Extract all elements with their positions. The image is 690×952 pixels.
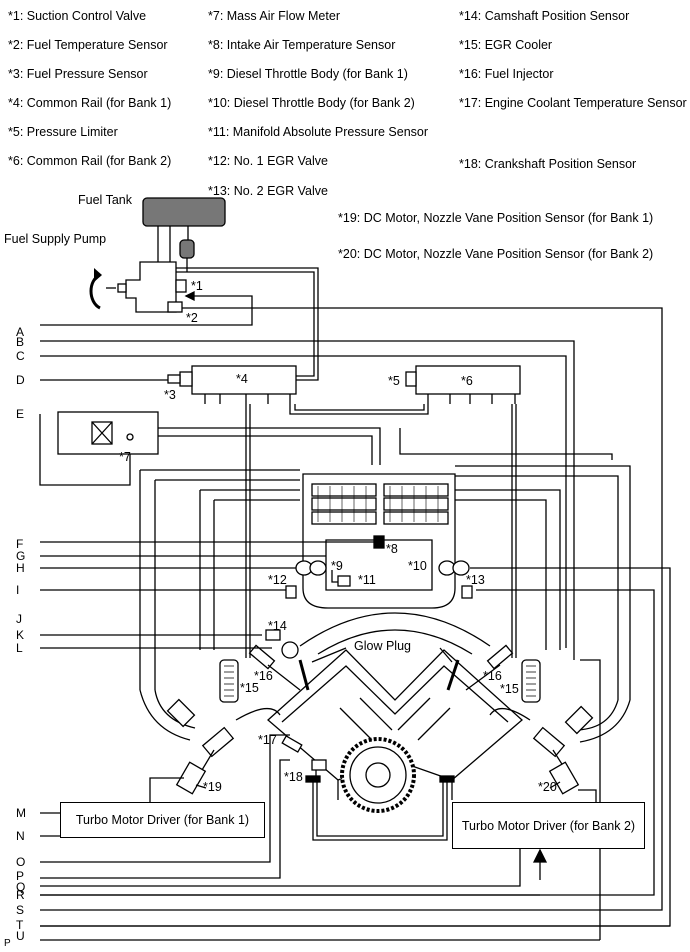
- signal-t: T: [16, 918, 24, 932]
- legend-item-19: *19: DC Motor, Nozzle Vane Position Sens…: [338, 211, 654, 225]
- signal-n: N: [16, 829, 25, 843]
- legend-item-10: *10: Diesel Throttle Body (for Bank 2): [208, 96, 415, 110]
- fuel-tank-shape: [142, 197, 226, 227]
- callout-17: *17: [258, 733, 277, 747]
- signal-r: R: [16, 888, 25, 902]
- signal-p: P: [16, 869, 25, 883]
- signal-f: F: [16, 537, 24, 551]
- callout-1: *1: [191, 279, 203, 293]
- signal-o: O: [16, 855, 26, 869]
- callout-20: *20: [538, 780, 557, 794]
- callout-15-bank2: *15: [500, 682, 519, 696]
- legend-item-15: *15: EGR Cooler: [459, 38, 553, 52]
- callout-5: *5: [388, 374, 400, 388]
- signal-k: K: [16, 628, 25, 642]
- callout-14: *14: [268, 619, 287, 633]
- legend-item-2: *2: Fuel Temperature Sensor: [8, 38, 168, 52]
- fuel-supply-pump-label: Fuel Supply Pump: [4, 232, 107, 246]
- legend-item-16: *16: Fuel Injector: [459, 67, 554, 81]
- common-rail-bank1-shape: [191, 365, 297, 395]
- legend-item-20: *20: DC Motor, Nozzle Vane Position Sens…: [338, 247, 654, 261]
- callout-7: *7: [119, 450, 131, 464]
- turbo-motor-driver-bank1: Turbo Motor Driver (for Bank 1): [60, 802, 265, 838]
- signal-e: E: [16, 407, 25, 421]
- signal-d: D: [16, 373, 25, 387]
- fuel-tank-label: Fuel Tank: [78, 193, 132, 207]
- signal-b: B: [16, 335, 25, 349]
- maf-meter-shape: [57, 411, 159, 455]
- legend-item-12: *12: No. 1 EGR Valve: [208, 154, 328, 168]
- callout-18: *18: [284, 770, 303, 784]
- glow-plug-label: Glow Plug: [352, 639, 413, 653]
- egr-cooler-bank1-shape: [219, 659, 239, 703]
- callout-8: *8: [386, 542, 398, 556]
- callout-15-bank1: *15: [240, 681, 259, 695]
- signal-s: S: [16, 903, 25, 917]
- legend-item-5: *5: Pressure Limiter: [8, 125, 118, 139]
- legend-item-11: *11: Manifold Absolute Pressure Sensor: [208, 125, 429, 139]
- signal-g: G: [16, 549, 26, 563]
- signal-c: C: [16, 349, 25, 363]
- callout-19: *19: [203, 780, 222, 794]
- callout-16-bank1: *16: [254, 669, 273, 683]
- signal-m: M: [16, 806, 26, 820]
- callout-16-bank2: *16: [483, 669, 502, 683]
- legend-item-13: *13: No. 2 EGR Valve: [208, 184, 328, 198]
- signal-q: Q: [16, 880, 26, 894]
- legend-item-6: *6: Common Rail (for Bank 2): [8, 154, 172, 168]
- callout-11: *11: [358, 573, 376, 587]
- callout-10: *10: [408, 559, 427, 573]
- legend-item-18: *18: Crankshaft Position Sensor: [459, 157, 637, 171]
- callout-4: *4: [236, 372, 248, 386]
- legend-item-14: *14: Camshaft Position Sensor: [459, 9, 630, 23]
- legend-item-1: *1: Suction Control Valve: [8, 9, 147, 23]
- egr-cooler-bank2-shape: [521, 659, 541, 703]
- callout-6: *6: [461, 374, 473, 388]
- legend-item-17: *17: Engine Coolant Temperature Sensor: [459, 96, 687, 110]
- legend-item-8: *8: Intake Air Temperature Sensor: [208, 38, 396, 52]
- signal-l: L: [16, 641, 23, 655]
- figure-code: P: [4, 938, 11, 949]
- signal-a: A: [16, 325, 25, 339]
- common-rail-bank2-shape: [415, 365, 521, 395]
- fuel-supply-pump-shape: [125, 261, 177, 313]
- legend-item-4: *4: Common Rail (for Bank 1): [8, 96, 172, 110]
- signal-u: U: [16, 929, 25, 943]
- signal-i: I: [16, 583, 20, 597]
- turbo-motor-driver-bank2: Turbo Motor Driver (for Bank 2): [452, 802, 645, 849]
- callout-9: *9: [331, 559, 343, 573]
- legend-item-7: *7: Mass Air Flow Meter: [208, 9, 340, 23]
- callout-3: *3: [164, 388, 176, 402]
- callout-12: *12: [268, 573, 287, 587]
- callout-2: *2: [186, 311, 198, 325]
- legend-item-3: *3: Fuel Pressure Sensor: [8, 67, 148, 81]
- signal-h: H: [16, 561, 25, 575]
- callout-13: *13: [466, 573, 485, 587]
- signal-j: J: [16, 612, 22, 626]
- legend-item-9: *9: Diesel Throttle Body (for Bank 1): [208, 67, 408, 81]
